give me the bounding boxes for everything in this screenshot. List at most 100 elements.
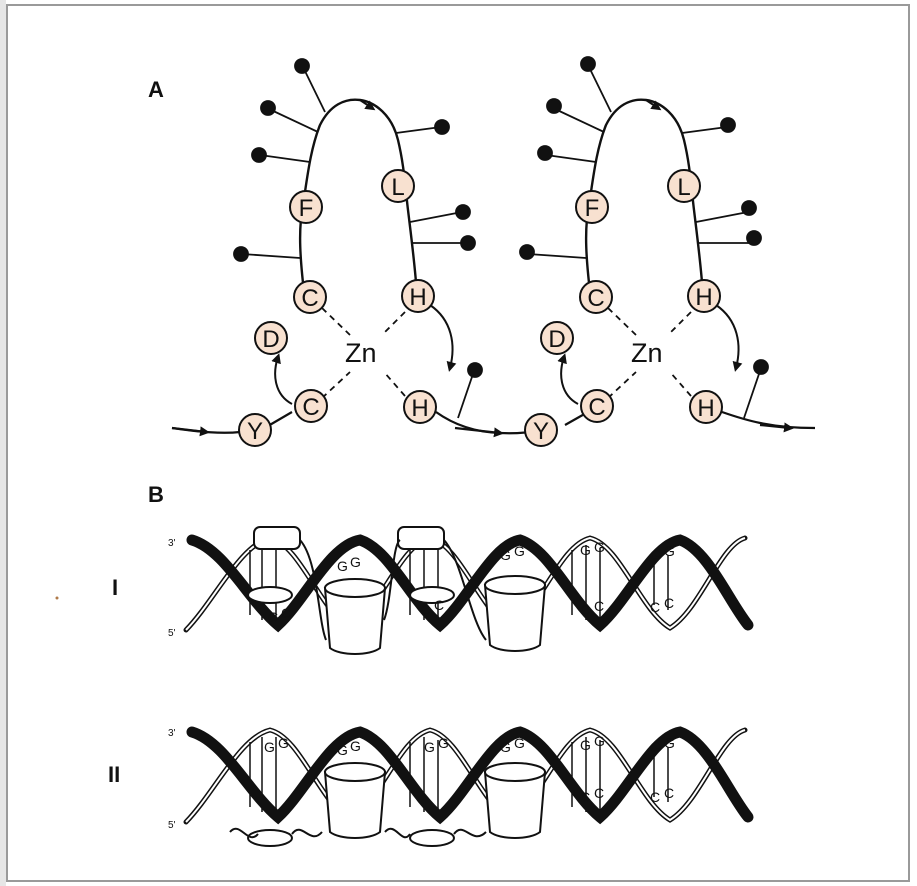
svg-text:H: H	[409, 284, 426, 311]
svg-text:G: G	[650, 739, 661, 755]
model-1-end-top: 3'	[168, 538, 176, 549]
residue-y: Y	[524, 413, 558, 447]
svg-text:G: G	[650, 547, 661, 563]
zinc-ion-1: Zn	[345, 338, 377, 368]
model-1-front-strand	[186, 534, 754, 633]
model-2-zinc-finger-blocks	[229, 762, 547, 847]
svg-text:C: C	[594, 598, 604, 614]
model-1-end-bottom: 5'	[168, 628, 176, 639]
svg-text:G: G	[580, 542, 591, 558]
panel-b-label: B	[148, 482, 164, 507]
residue-l: L	[381, 169, 415, 203]
residue-c-upper: C	[293, 280, 327, 314]
svg-text:D: D	[548, 326, 565, 353]
svg-text:G: G	[500, 547, 511, 563]
svg-text:C: C	[594, 785, 604, 801]
svg-text:F: F	[299, 195, 314, 222]
svg-text:L: L	[391, 174, 404, 201]
svg-text:C: C	[434, 597, 444, 613]
svg-text:G: G	[278, 735, 289, 751]
speck	[55, 596, 59, 600]
svg-text:G: G	[664, 543, 675, 559]
svg-text:C: C	[302, 394, 319, 421]
svg-text:C: C	[587, 285, 604, 312]
finger-2-helix-arrow	[715, 304, 743, 372]
finger-1-helix-arrow	[429, 304, 457, 372]
svg-text:C: C	[281, 605, 291, 621]
svg-text:H: H	[697, 395, 714, 422]
svg-text:Y: Y	[247, 418, 263, 445]
page-edge-shadow	[0, 0, 6, 886]
residue-h-lower: H	[689, 390, 723, 424]
svg-text:L: L	[677, 174, 690, 201]
svg-text:G: G	[350, 738, 361, 754]
svg-text:G: G	[438, 735, 449, 751]
svg-text:G: G	[664, 735, 675, 751]
svg-text:G: G	[264, 739, 275, 755]
svg-text:G: G	[424, 739, 435, 755]
figure-frame	[6, 4, 910, 882]
finger-2-loop-arrow	[645, 99, 662, 111]
residue-c-lower: C	[294, 389, 328, 423]
finger-1-loop-arrow	[359, 99, 376, 111]
svg-text:C: C	[420, 602, 430, 618]
svg-text:C: C	[664, 785, 674, 801]
model-1-base-pairs	[249, 545, 669, 620]
residue-h-upper: H	[401, 279, 435, 313]
svg-text:D: D	[262, 326, 279, 353]
dna-model-2: II 3' 5' G G G G G G	[108, 726, 754, 847]
zinc-finger-2: Zn F L C H D	[519, 56, 769, 447]
panel-a-label: A	[148, 77, 164, 102]
svg-text:G: G	[500, 739, 511, 755]
svg-text:C: C	[664, 595, 674, 611]
finger-1-cd-arrow	[271, 353, 293, 405]
residue-y: Y	[238, 413, 272, 447]
residue-d: D	[254, 321, 288, 355]
svg-text:G: G	[514, 543, 525, 559]
zinc-ion-2: Zn	[631, 338, 663, 368]
svg-text:G: G	[594, 733, 605, 749]
svg-text:Y: Y	[533, 418, 549, 445]
model-1-base-letters: C C G G C C G G G G C C G G C C	[268, 539, 675, 625]
model-2-base-letters: G G G G G G G G G G C C G G C C	[264, 733, 675, 805]
svg-text:F: F	[585, 195, 600, 222]
residue-c-lower: C	[580, 389, 614, 423]
svg-text:H: H	[411, 395, 428, 422]
svg-text:C: C	[588, 394, 605, 421]
svg-text:H: H	[695, 284, 712, 311]
residue-h-upper: H	[687, 279, 721, 313]
svg-text:C: C	[301, 285, 318, 312]
model-1-label: I	[112, 575, 118, 600]
finger-1-side-chains	[233, 58, 483, 419]
backbone-arrow-mid	[454, 426, 504, 438]
model-2-front-strand	[186, 726, 754, 825]
zinc-finger-1: Zn F L C H D	[233, 58, 483, 447]
finger-2-side-chains	[519, 56, 769, 419]
backbone-arrow-left	[171, 426, 210, 437]
svg-text:C: C	[580, 789, 590, 805]
dna-model-1: I 3' 5'	[112, 526, 754, 655]
residue-h-lower: H	[403, 390, 437, 424]
svg-text:G: G	[337, 742, 348, 758]
svg-text:C: C	[650, 789, 660, 805]
svg-text:C: C	[580, 602, 590, 618]
residue-f: F	[575, 190, 609, 224]
model-2-end-bottom: 5'	[168, 820, 176, 831]
residue-l: L	[667, 169, 701, 203]
residue-d: D	[540, 321, 574, 355]
model-2-label: II	[108, 762, 120, 787]
model-1-zinc-finger-blocks	[247, 526, 547, 655]
svg-text:C: C	[650, 599, 660, 615]
svg-text:G: G	[594, 539, 605, 555]
residue-c-upper: C	[579, 280, 613, 314]
residue-f: F	[289, 190, 323, 224]
model-2-end-top: 3'	[168, 728, 176, 739]
finger-2-cd-arrow	[557, 353, 579, 405]
svg-text:G: G	[337, 558, 348, 574]
svg-text:G: G	[580, 737, 591, 753]
backbone-arrow-right	[759, 422, 794, 433]
svg-text:G: G	[514, 735, 525, 751]
svg-text:C: C	[268, 609, 278, 625]
svg-text:G: G	[350, 554, 361, 570]
